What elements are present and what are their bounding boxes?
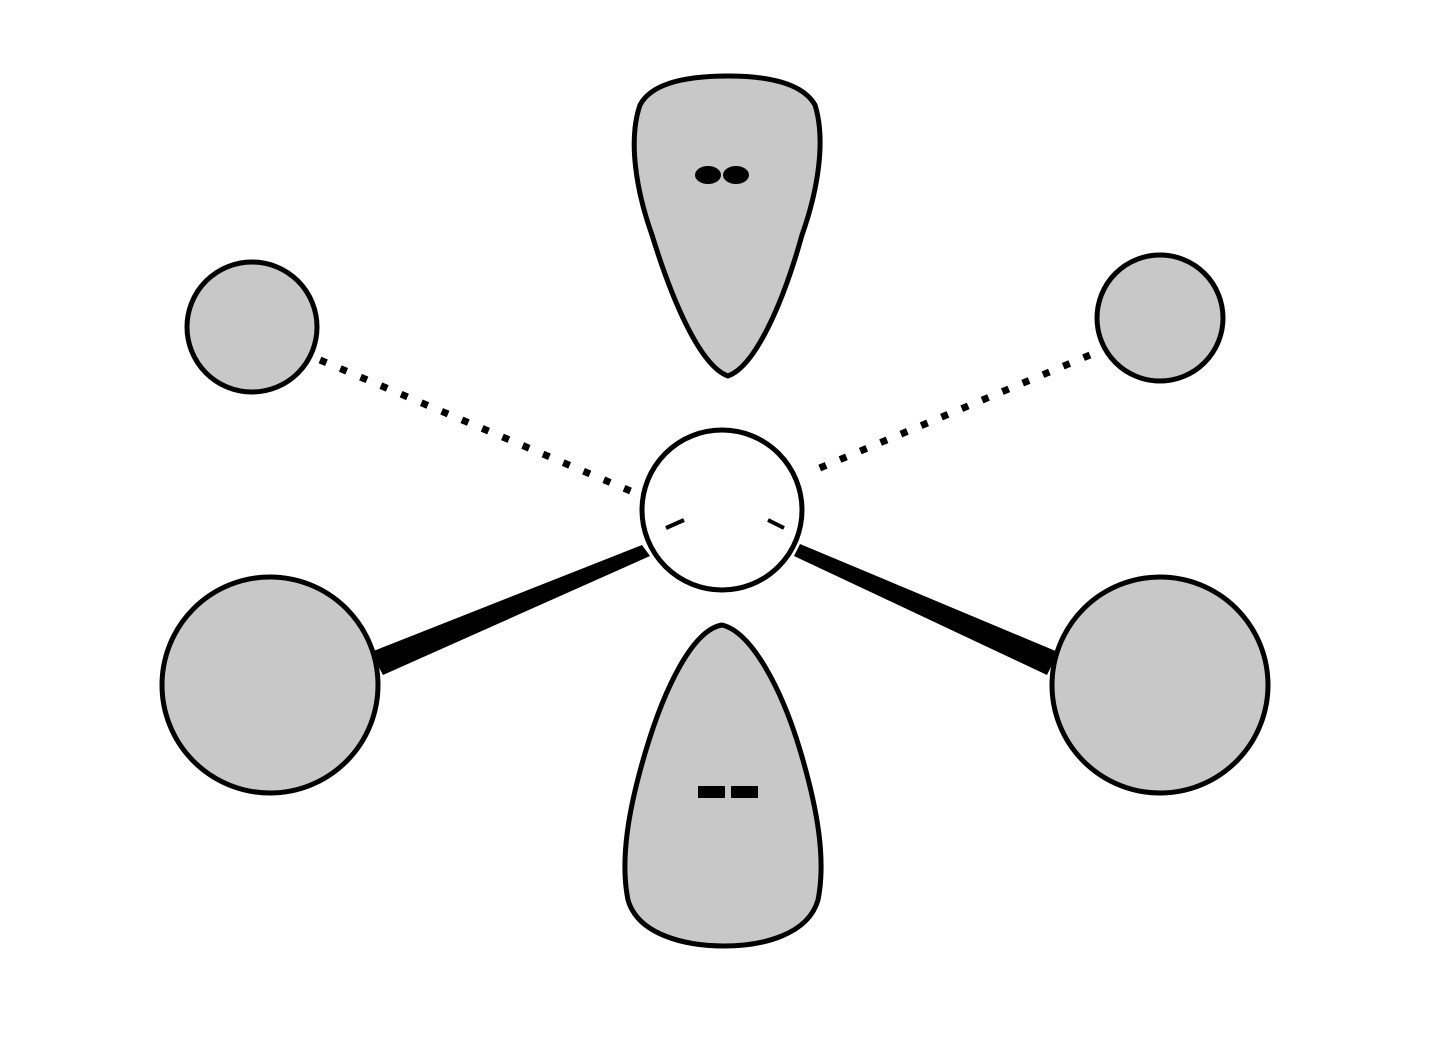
atom-back-right [1094,252,1226,384]
electron-pair-top [695,166,749,184]
atom-front-left [159,574,381,796]
lone-pair-bottom [622,622,824,949]
central-atom-inner-ticks [665,518,785,530]
dashed-bond-back-left [318,356,642,499]
wedge-bond-front-left [371,545,650,675]
dashed-bond-back-right [813,351,1092,474]
atom-front-right [1049,574,1271,796]
central-atom [639,427,805,593]
lone-pair-top [631,73,823,379]
atom-back-left [184,259,320,395]
electron-pair-bottom [698,786,758,798]
wedge-bond-front-right [794,544,1058,675]
